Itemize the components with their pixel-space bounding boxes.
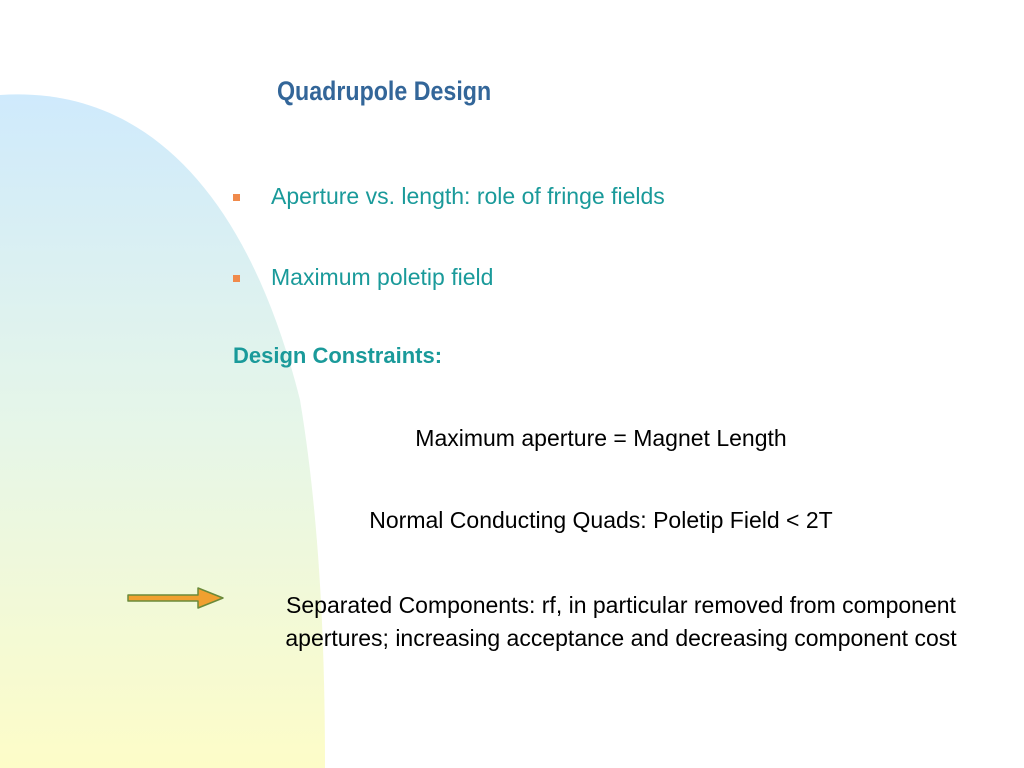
bullet-item: Maximum poletip field [233, 262, 493, 292]
constraint-line: Normal Conducting Quads: Poletip Field <… [369, 507, 833, 533]
slide-title: Quadrupole Design [277, 76, 492, 106]
bullet-text: Maximum poletip field [271, 263, 494, 290]
bullet-item: Aperture vs. length: role of fringe fiel… [233, 181, 665, 211]
constraints-heading: Design Constraints: [233, 343, 443, 368]
constraint-paragraph: Separated Components: rf, in particular … [285, 592, 957, 651]
right-arrow-icon [127, 587, 224, 609]
square-bullet-icon [233, 275, 240, 282]
bullet-text: Aperture vs. length: role of fringe fiel… [271, 182, 665, 209]
constraint-line: Maximum aperture = Magnet Length [415, 425, 787, 451]
square-bullet-icon [233, 194, 240, 201]
